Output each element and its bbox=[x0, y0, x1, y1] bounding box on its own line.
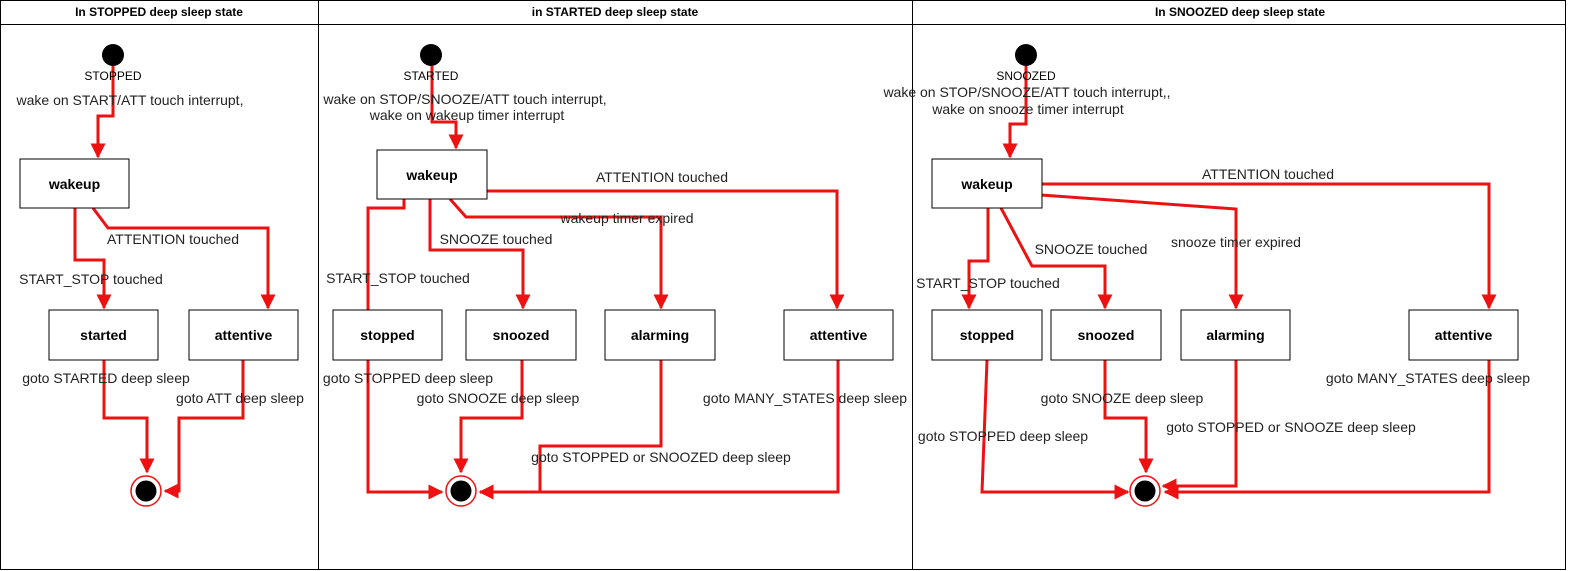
state-label: snoozed bbox=[493, 327, 550, 343]
state-alarming bbox=[1180, 309, 1291, 361]
state-wakeup bbox=[931, 158, 1043, 209]
panel-snoozed: SNOOZED wakeup stopped snoozed alarming … bbox=[882, 44, 1530, 507]
goto-started-edge bbox=[102, 360, 155, 474]
attention-edge bbox=[487, 189, 845, 310]
edge-label: ATTENTION touched bbox=[1202, 166, 1334, 182]
edge-label: goto STARTED deep sleep bbox=[22, 370, 190, 386]
edge-label: goto MANY_STATES deep sleep bbox=[1326, 370, 1530, 386]
start-stop-edge bbox=[366, 199, 444, 500]
edge-label: wake on STOP/SNOOZE/ATT touch interrupt,… bbox=[882, 84, 1170, 100]
edge-label: SNOOZE touched bbox=[1035, 241, 1148, 257]
state-stopped bbox=[931, 309, 1043, 361]
state-label: alarming bbox=[631, 327, 689, 343]
state-snoozed bbox=[1050, 309, 1162, 361]
snooze-edge bbox=[428, 199, 531, 310]
wake-edge bbox=[1002, 66, 1028, 159]
edge-label: goto STOPPED or SNOOZE deep sleep bbox=[1166, 419, 1416, 435]
edge-label: wake on wakeup timer interrupt bbox=[369, 107, 565, 123]
state-wakeup bbox=[19, 158, 130, 209]
start-stop-edge bbox=[73, 208, 112, 310]
goto-stopped-edge bbox=[980, 359, 1130, 500]
state-snoozed bbox=[465, 309, 577, 361]
state-label: stopped bbox=[360, 327, 414, 343]
edge-label: START_STOP touched bbox=[326, 270, 470, 286]
start-stop-edge bbox=[961, 208, 990, 310]
state-label: attentive bbox=[215, 327, 273, 343]
goto-att-edge bbox=[163, 360, 245, 499]
state-label: stopped bbox=[960, 327, 1014, 343]
goto-many-edge bbox=[478, 360, 840, 500]
panel-title: in STARTED deep sleep state bbox=[532, 5, 699, 19]
edge-label: goto SNOOZE deep sleep bbox=[1041, 390, 1204, 406]
initial-label: SNOOZED bbox=[996, 69, 1056, 83]
edge-label: START_STOP touched bbox=[19, 271, 163, 287]
edge-label: goto STOPPED deep sleep bbox=[918, 428, 1088, 444]
state-attentive bbox=[783, 309, 894, 361]
edge-label: ATTENTION touched bbox=[107, 231, 239, 247]
state-label: wakeup bbox=[960, 176, 1012, 192]
state-label: alarming bbox=[1206, 327, 1264, 343]
state-attentive bbox=[1408, 309, 1519, 361]
panel-title: In STOPPED deep sleep state bbox=[75, 5, 243, 19]
attention-edge bbox=[91, 207, 276, 310]
state-wakeup bbox=[376, 149, 488, 200]
initial-label: STOPPED bbox=[84, 69, 141, 83]
goto-snooze-edge bbox=[453, 360, 524, 474]
state-alarming bbox=[604, 309, 716, 361]
state-label: wakeup bbox=[48, 176, 100, 192]
attention-edge bbox=[1041, 182, 1497, 310]
edge-label: SNOOZE touched bbox=[440, 231, 553, 247]
state-label: started bbox=[80, 327, 127, 343]
state-stopped bbox=[332, 309, 443, 361]
final-node-core bbox=[1134, 480, 1156, 502]
state-label: attentive bbox=[1435, 327, 1493, 343]
snooze-edge bbox=[999, 207, 1113, 310]
initial-label: STARTED bbox=[404, 69, 459, 83]
initial-node bbox=[1015, 44, 1037, 66]
edge-label: START_STOP touched bbox=[916, 275, 1060, 291]
edge-label: goto MANY_STATES deep sleep bbox=[703, 390, 907, 406]
goto-many-edge bbox=[1163, 360, 1491, 500]
edge-label: wake on STOP/SNOOZE/ATT touch interrupt, bbox=[322, 91, 606, 107]
edge-label: goto STOPPED or SNOOZED deep sleep bbox=[531, 449, 791, 465]
edge-label: goto SNOOZE deep sleep bbox=[417, 390, 580, 406]
state-label: attentive bbox=[810, 327, 868, 343]
state-label: wakeup bbox=[405, 167, 457, 183]
final-node-core bbox=[135, 480, 157, 502]
panel-started: STARTED wakeup stopped snoozed alarming … bbox=[322, 44, 907, 507]
edge-label: wakeup timer expired bbox=[559, 210, 693, 226]
edge-label: goto STOPPED deep sleep bbox=[323, 370, 493, 386]
final-node-core bbox=[450, 480, 472, 502]
state-label: snoozed bbox=[1078, 327, 1135, 343]
wake-edge bbox=[90, 66, 115, 159]
initial-node bbox=[102, 44, 124, 66]
goto-stopped-or-snooze-edge bbox=[1161, 360, 1238, 494]
edge-label: wake on snooze timer interrupt bbox=[931, 101, 1124, 117]
timer-edge bbox=[448, 198, 669, 310]
edge-label: ATTENTION touched bbox=[596, 169, 728, 185]
goto-stopped-or-snoozed-edge bbox=[538, 360, 663, 492]
initial-node bbox=[420, 44, 442, 66]
panel-stopped: STOPPED wakeup started attentive wake on… bbox=[16, 44, 304, 507]
edge-label: wake on START/ATT touch interrupt, bbox=[16, 92, 244, 108]
state-started bbox=[48, 309, 159, 361]
edge-label: snooze timer expired bbox=[1171, 234, 1301, 250]
edge-label: goto ATT deep sleep bbox=[176, 390, 304, 406]
wake-edge bbox=[430, 66, 464, 150]
state-attentive bbox=[188, 309, 299, 361]
panel-title: In SNOOZED deep sleep state bbox=[1155, 5, 1325, 19]
goto-snooze-edge bbox=[1103, 360, 1154, 474]
timer-edge bbox=[1040, 193, 1244, 310]
